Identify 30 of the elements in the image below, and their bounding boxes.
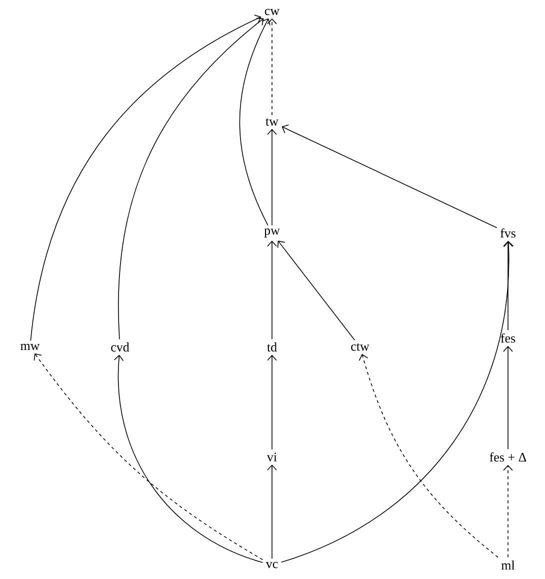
arrow [267,464,277,560]
node-label: td [267,342,277,352]
node-label: cvd [111,342,130,352]
node-label: fes [500,333,516,343]
arrow [267,18,277,116]
arrow [267,128,277,226]
node-label: ctw [351,343,370,351]
node-label: fes + Δ [490,452,526,462]
arrow [280,240,514,563]
node-label: mw [20,344,40,350]
node-label: cw [264,8,280,16]
node-label: vi [266,452,277,462]
arrow [503,240,513,331]
arrow [239,18,270,226]
arrow [503,464,513,558]
arrow [30,14,262,342]
arrow [267,240,277,340]
node-label: fvs [500,228,516,238]
node-label: pw [264,228,280,238]
arrow [282,124,498,228]
arrow [503,346,513,450]
node-label: ml [501,560,515,570]
node-label: tw [266,118,278,126]
arrow [267,354,277,450]
arrow [114,354,264,563]
arrow [34,353,264,560]
arrow [277,240,356,340]
arrow [118,18,264,340]
arrow [358,354,498,558]
node-label: vc [266,562,278,568]
